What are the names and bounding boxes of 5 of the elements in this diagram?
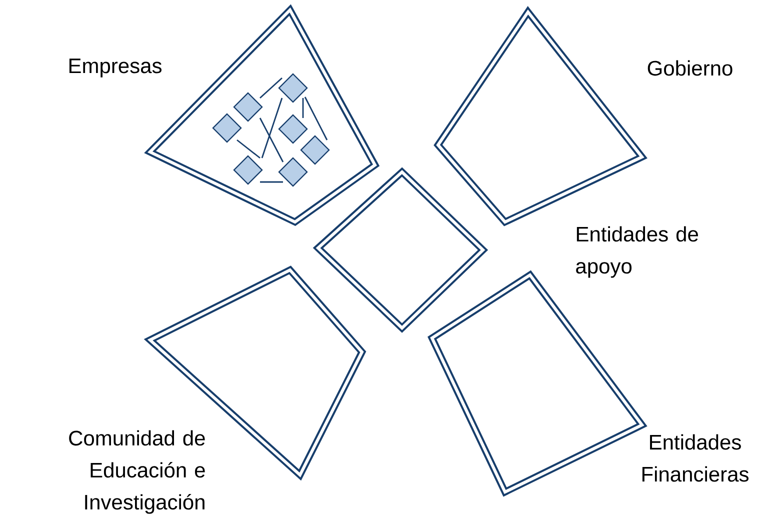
node-label: Empresas: [69, 58, 162, 78]
node-label: Comunidad de Educación e Investigación: [69, 430, 205, 514]
node-label: Entidades de apoyo: [576, 226, 698, 278]
node-label: Entidades Financieras: [642, 434, 748, 482]
node-label: Gobierno: [648, 60, 732, 76]
